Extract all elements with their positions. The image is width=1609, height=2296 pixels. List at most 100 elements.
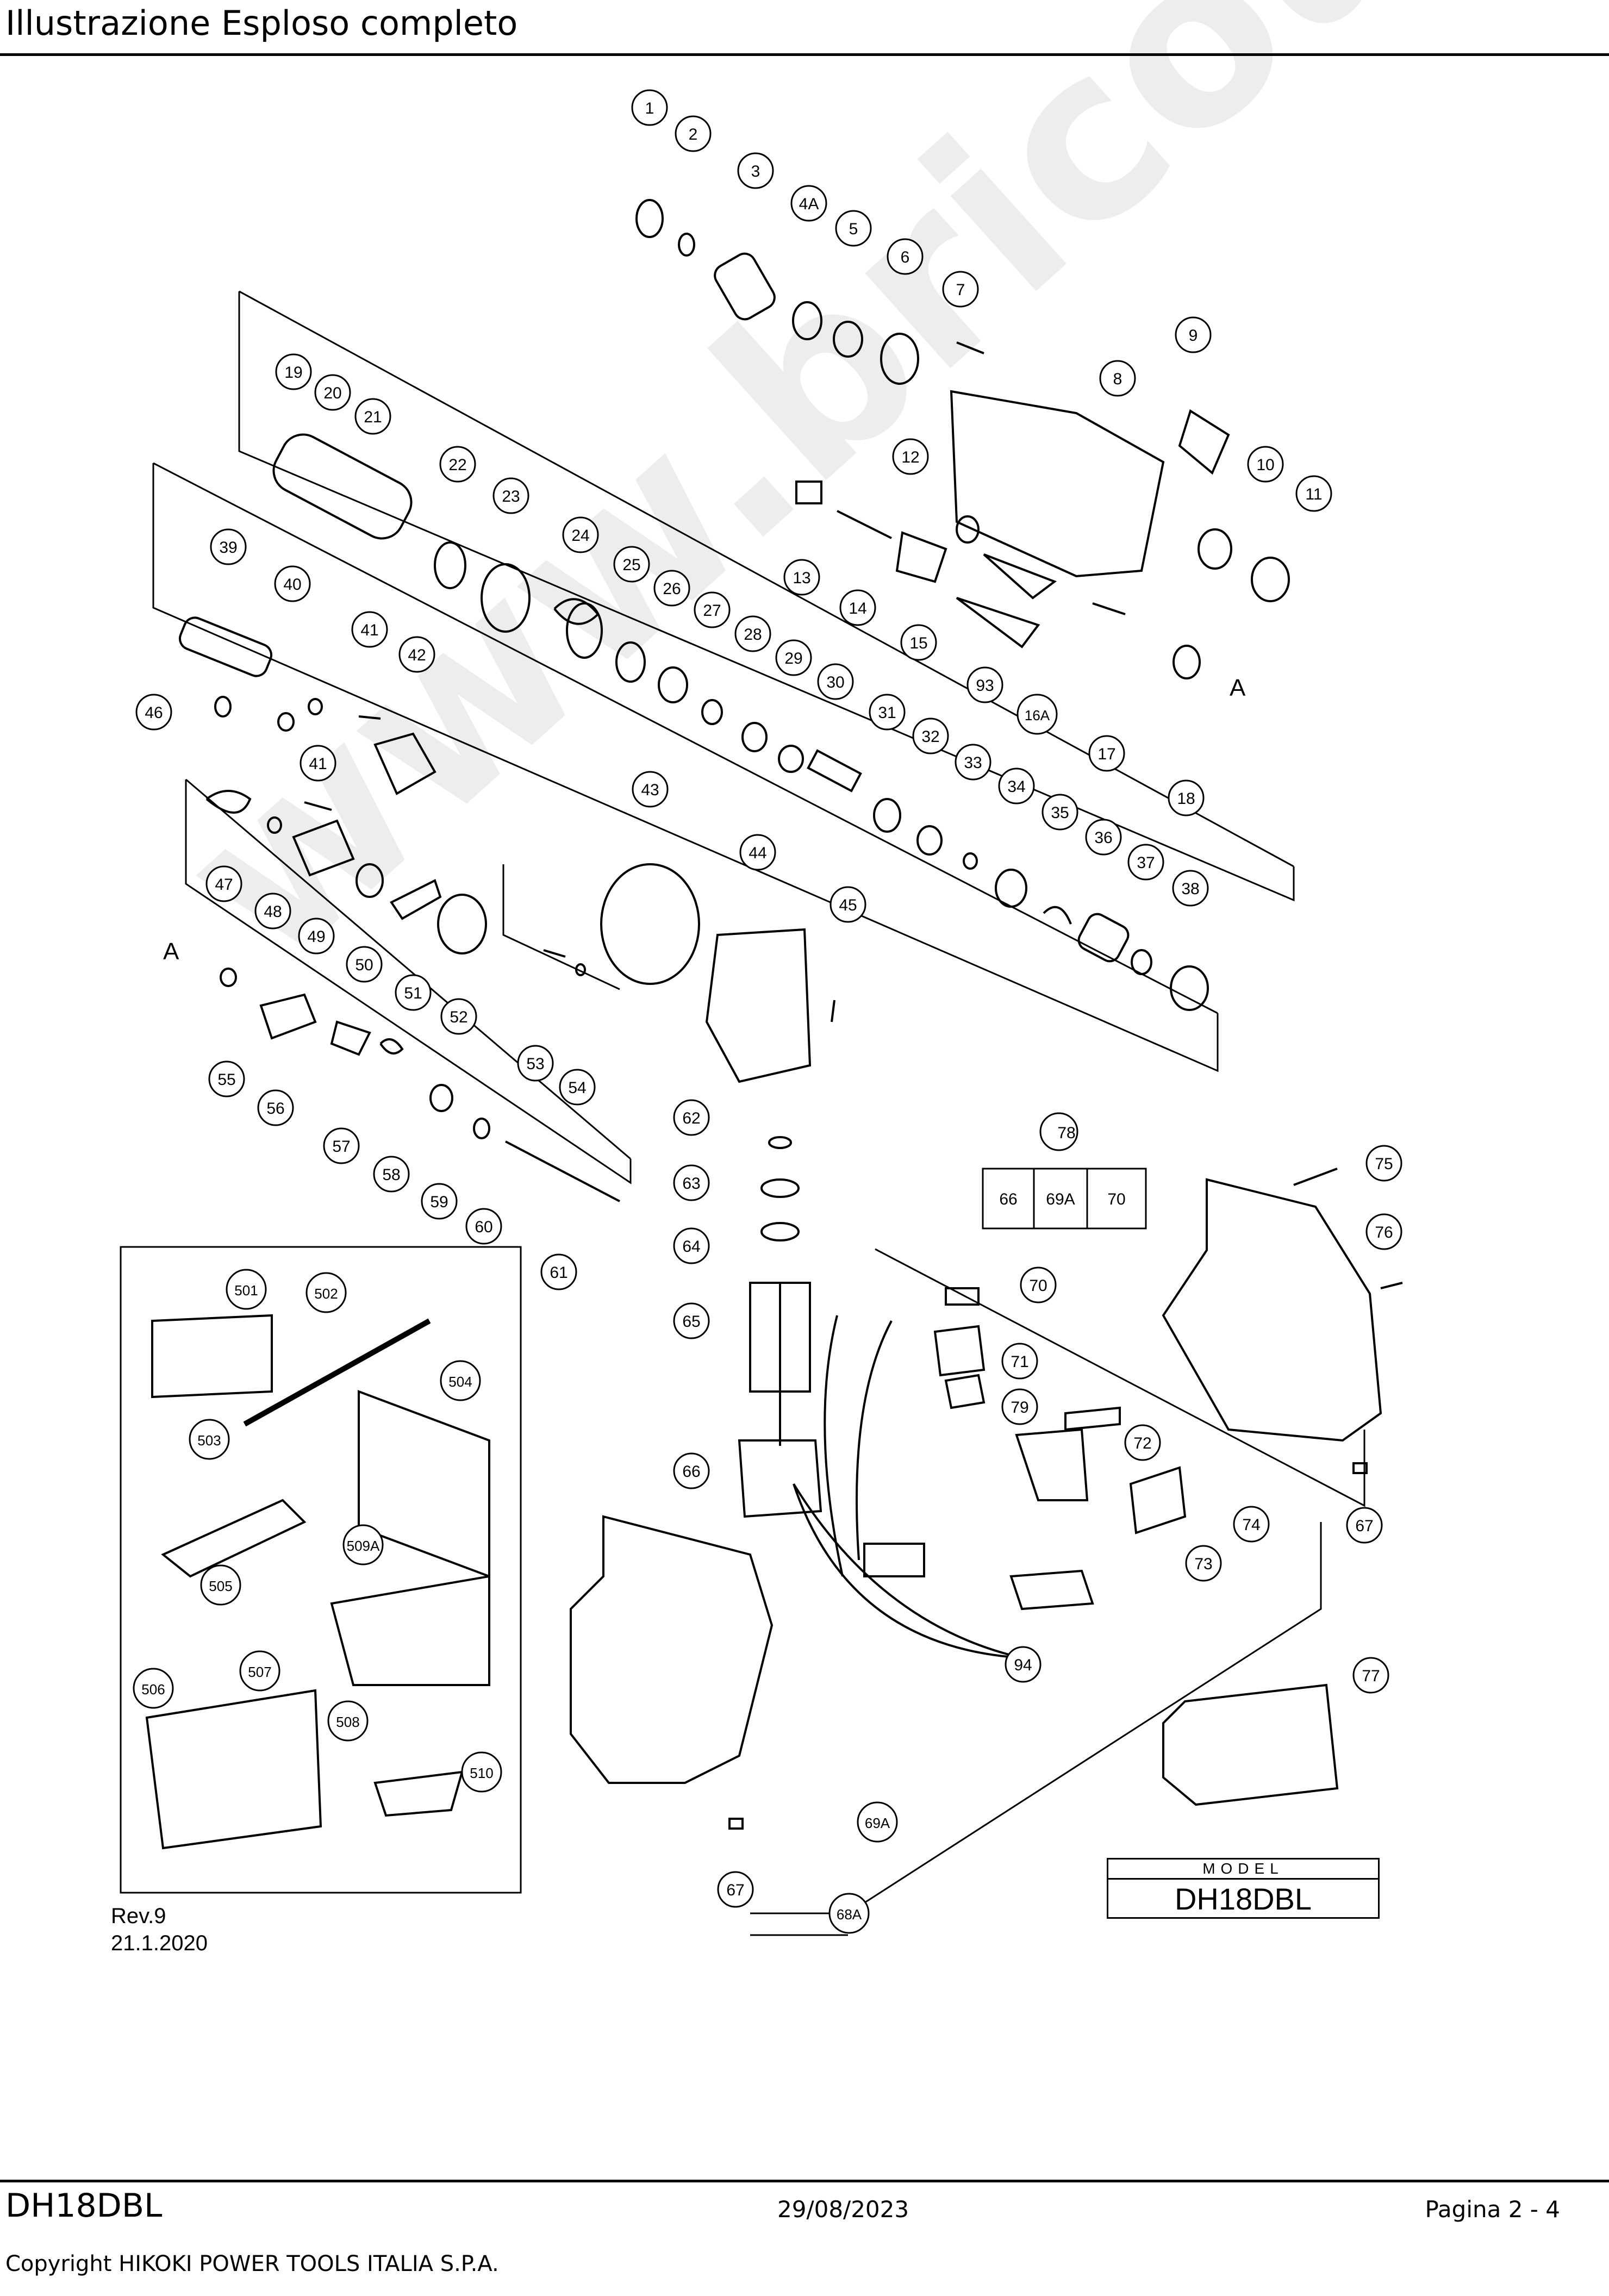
callout-number: 56 [266,1100,284,1118]
callout-number: 40 [283,576,301,594]
callout-4A: 4A [790,185,827,222]
callout-3: 3 [737,152,774,189]
callout-number: 62 [682,1109,700,1127]
callout-57: 57 [323,1127,360,1164]
assembly-frame-gear [502,864,620,990]
callout-number: 60 [475,1218,492,1236]
callout-28: 28 [734,615,771,652]
footer-divider [0,2180,1609,2182]
callout-504: 504 [440,1360,481,1401]
assembly-frame-middle [152,463,1219,1072]
callout-number: 20 [323,384,341,402]
callout-number: 10 [1256,456,1274,474]
callout-number: 64 [682,1238,700,1256]
callout-number: 41 [360,621,378,639]
callout-48: 48 [254,893,291,929]
callout-12: 12 [892,438,929,475]
callout-65: 65 [673,1302,710,1339]
callout-1: 1 [631,89,668,126]
group-78-label: 78 [1057,1124,1075,1142]
callout-number: 17 [1097,745,1115,763]
callout-number: 12 [901,448,919,466]
callout-19: 19 [275,353,312,390]
callout-number: 51 [404,984,422,1002]
callout-number: 8 [1113,370,1122,388]
callout-77: 77 [1352,1657,1389,1694]
callout-number: 58 [382,1166,400,1184]
callout-number: 505 [209,1578,232,1594]
callout-68A: 68A [828,1893,870,1934]
callout-number: 30 [826,673,844,691]
callout-number: 59 [430,1193,448,1211]
callout-75: 75 [1365,1145,1402,1182]
callout-52: 52 [440,998,477,1035]
callout-number: 13 [793,569,810,587]
callout-93: 93 [966,666,1003,703]
page-title: Illustrazione Esploso completo [5,3,518,43]
callout-number: 77 [1362,1667,1380,1685]
callout-number: 24 [571,527,589,545]
callout-number: 508 [336,1714,359,1730]
callout-61: 61 [540,1253,577,1290]
callout-number: 27 [703,602,721,620]
footer-copyright: Copyright HIKOKI POWER TOOLS ITALIA S.P.… [5,2251,499,2276]
callout-31: 31 [869,694,906,731]
callout-number: 66 [682,1463,700,1481]
callout-7: 7 [942,271,979,308]
callout-number: 41 [309,755,327,773]
callout-35: 35 [1042,794,1078,831]
callout-502: 502 [305,1272,347,1313]
callout-number: 34 [1007,778,1025,796]
callout-number: 9 [1189,327,1198,345]
callout-21: 21 [354,398,391,435]
callout-43: 43 [632,771,669,808]
callout-41: 41 [351,611,388,648]
callout-number: 31 [878,704,896,722]
callout-number: 42 [408,646,426,664]
callout-number: 71 [1011,1353,1028,1371]
callout-46: 46 [135,694,172,731]
callout-74: 74 [1233,1506,1270,1543]
callout-13: 13 [783,559,820,596]
callout-number: 506 [141,1681,165,1698]
callout-40: 40 [274,565,311,602]
callout-71: 71 [1001,1343,1038,1380]
callout-69A: 69A [857,1801,898,1843]
revision-number: Rev.9 [111,1904,166,1928]
callout-36: 36 [1085,819,1122,856]
callout-number: 37 [1137,854,1155,872]
callout-49: 49 [298,918,335,954]
callout-8: 8 [1099,360,1136,397]
callout-number: 50 [355,956,373,974]
callout-39: 39 [210,528,247,565]
callout-number: 63 [682,1175,700,1193]
assembly-frame-lower [185,779,632,1184]
callout-number: 11 [1305,485,1322,503]
callout-number: 15 [909,634,927,652]
callout-27: 27 [694,591,731,628]
callout-number: 14 [849,600,866,617]
callout-94: 94 [1005,1646,1042,1683]
callout-42: 42 [398,636,435,673]
callout-number: 33 [964,754,982,772]
callout-505: 505 [200,1564,241,1606]
callout-number: 44 [749,844,766,862]
callout-number: 49 [307,928,325,946]
callout-number: 43 [641,781,659,799]
callout-number: 54 [568,1079,586,1097]
callout-38: 38 [1172,870,1209,907]
callout-6: 6 [887,238,924,275]
callout-25: 25 [613,546,650,583]
callout-50: 50 [346,946,383,983]
callout-24: 24 [562,516,599,553]
callout-55: 55 [208,1060,245,1097]
section-marker-a-right: A [1230,675,1246,701]
callout-number: 46 [145,704,163,722]
callout-number: 94 [1014,1656,1032,1674]
callout-26: 26 [653,570,690,607]
callout-number: 28 [744,626,762,644]
model-box: MODEL DH18DBL [1107,1858,1380,1919]
callout-66: 66 [673,1452,710,1489]
model-label: MODEL [1108,1860,1378,1880]
callout-number: 55 [217,1071,235,1089]
